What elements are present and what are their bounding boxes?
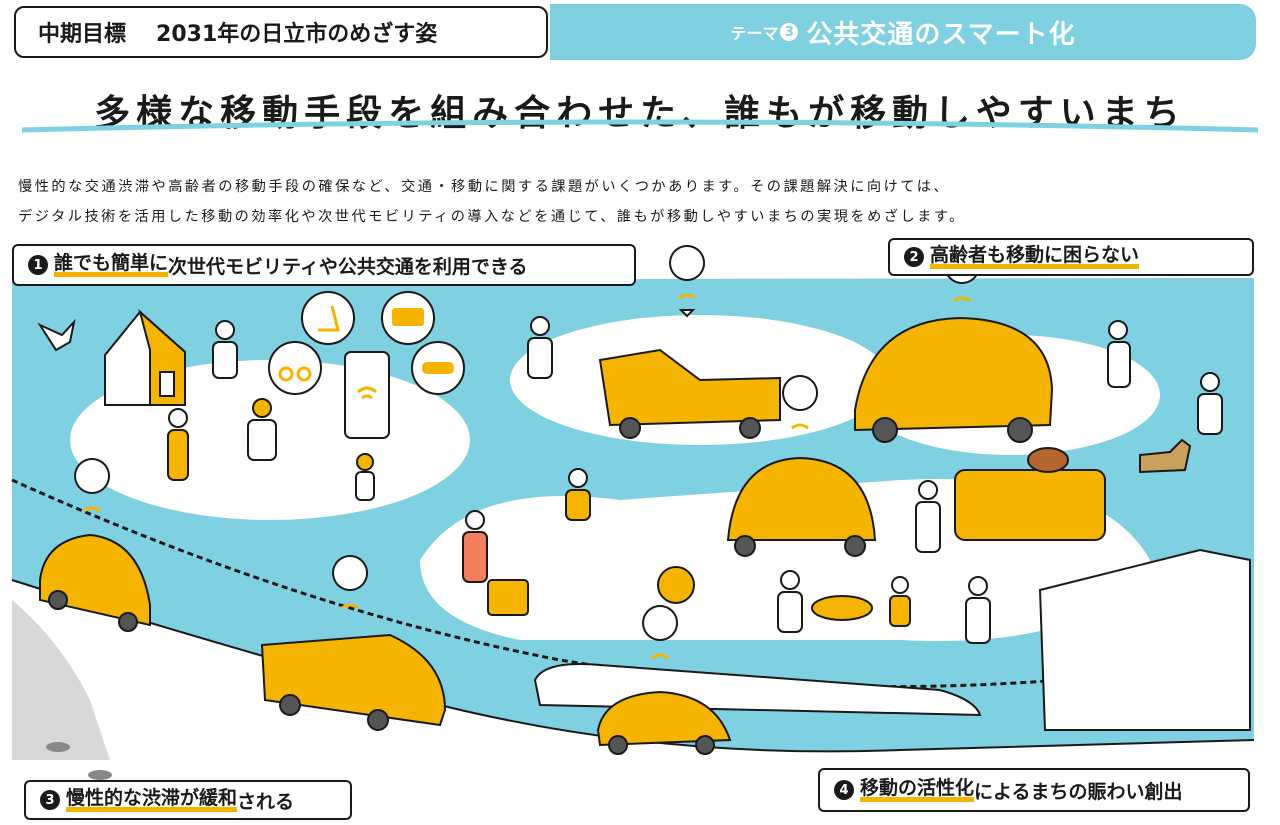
theme-label: テーマ 3 (730, 20, 799, 44)
fish-icon (88, 770, 112, 780)
station-building (1038, 548, 1251, 731)
bus-option-icon (381, 291, 435, 345)
callout-text: される (237, 790, 295, 813)
person-figure (167, 316, 1223, 644)
bridge (12, 600, 110, 760)
callout-2: 2 高齢者も移動に困らない (888, 238, 1254, 276)
callout-3: 3 慢性的な渋滞が緩和 される (24, 780, 352, 820)
cafe-table (811, 595, 873, 621)
shopping-cart (487, 579, 529, 616)
theme-label-text: テーマ (730, 24, 779, 43)
callout-highlight: 高齢者も移動に困らない (930, 245, 1140, 269)
description-line-1: 慢性的な交通渋滞や高齢者の移動手段の確保など、交通・移動に関する課題がいくつかあ… (18, 179, 951, 195)
dog-icon (1139, 438, 1192, 474)
callout-number: 1 (28, 255, 48, 275)
theme-banner: テーマ 3 公共交通のスマート化 (550, 4, 1256, 60)
title-underline (22, 119, 1258, 133)
house-icon (104, 309, 186, 406)
callout-text: によるまちの賑わい創出 (974, 780, 1183, 803)
open-vehicle-top (598, 348, 781, 439)
wheelchair-icon (657, 566, 695, 604)
bicycle-option-icon (268, 341, 322, 395)
callout-highlight: 誰でも簡単に (54, 253, 169, 277)
callout-number: 3 (40, 790, 60, 810)
callout-number: 4 (834, 780, 854, 800)
food-truck (954, 447, 1106, 541)
bus (260, 633, 447, 731)
theme-number-badge: 3 (780, 23, 799, 41)
description: 慢性的な交通渋滞や高齢者の移動手段の確保など、交通・移動に関する課題がいくつかあ… (18, 172, 1268, 232)
smartphone-icon (344, 351, 390, 439)
callout-number: 2 (904, 247, 924, 267)
goal-text: 2031年の日立市のめざす姿 (156, 22, 438, 47)
fish-icon (46, 742, 70, 752)
car-option-icon (411, 341, 465, 395)
small-car-bottom (596, 690, 732, 755)
autonomous-car-middle (726, 456, 877, 557)
callout-text: 次世代モビリティや公共交通を利用できる (168, 255, 528, 278)
bird-icon (37, 318, 76, 352)
theme-title: 公共交通のスマート化 (806, 19, 1076, 50)
autonomous-car-top-right (854, 316, 1054, 443)
callout-highlight: 移動の活性化 (860, 778, 975, 802)
goal-label: 中期目標 (38, 22, 127, 47)
scooter-option-icon (301, 291, 355, 345)
mid-term-goal-box: 中期目標 2031年の日立市のめざす姿 (14, 6, 548, 58)
description-line-2: デジタル技術を活用した移動の効率化や次世代モビリティの導入などを通じて、誰もが移… (18, 209, 966, 225)
small-car-left (39, 533, 151, 632)
callout-4: 4 移動の活性化 によるまちの賑わい創出 (818, 768, 1250, 812)
callout-highlight: 慢性的な渋滞が緩和 (66, 788, 238, 812)
callout-1: 1 誰でも簡単に 次世代モビリティや公共交通を利用できる (12, 244, 636, 286)
road (12, 580, 1254, 780)
